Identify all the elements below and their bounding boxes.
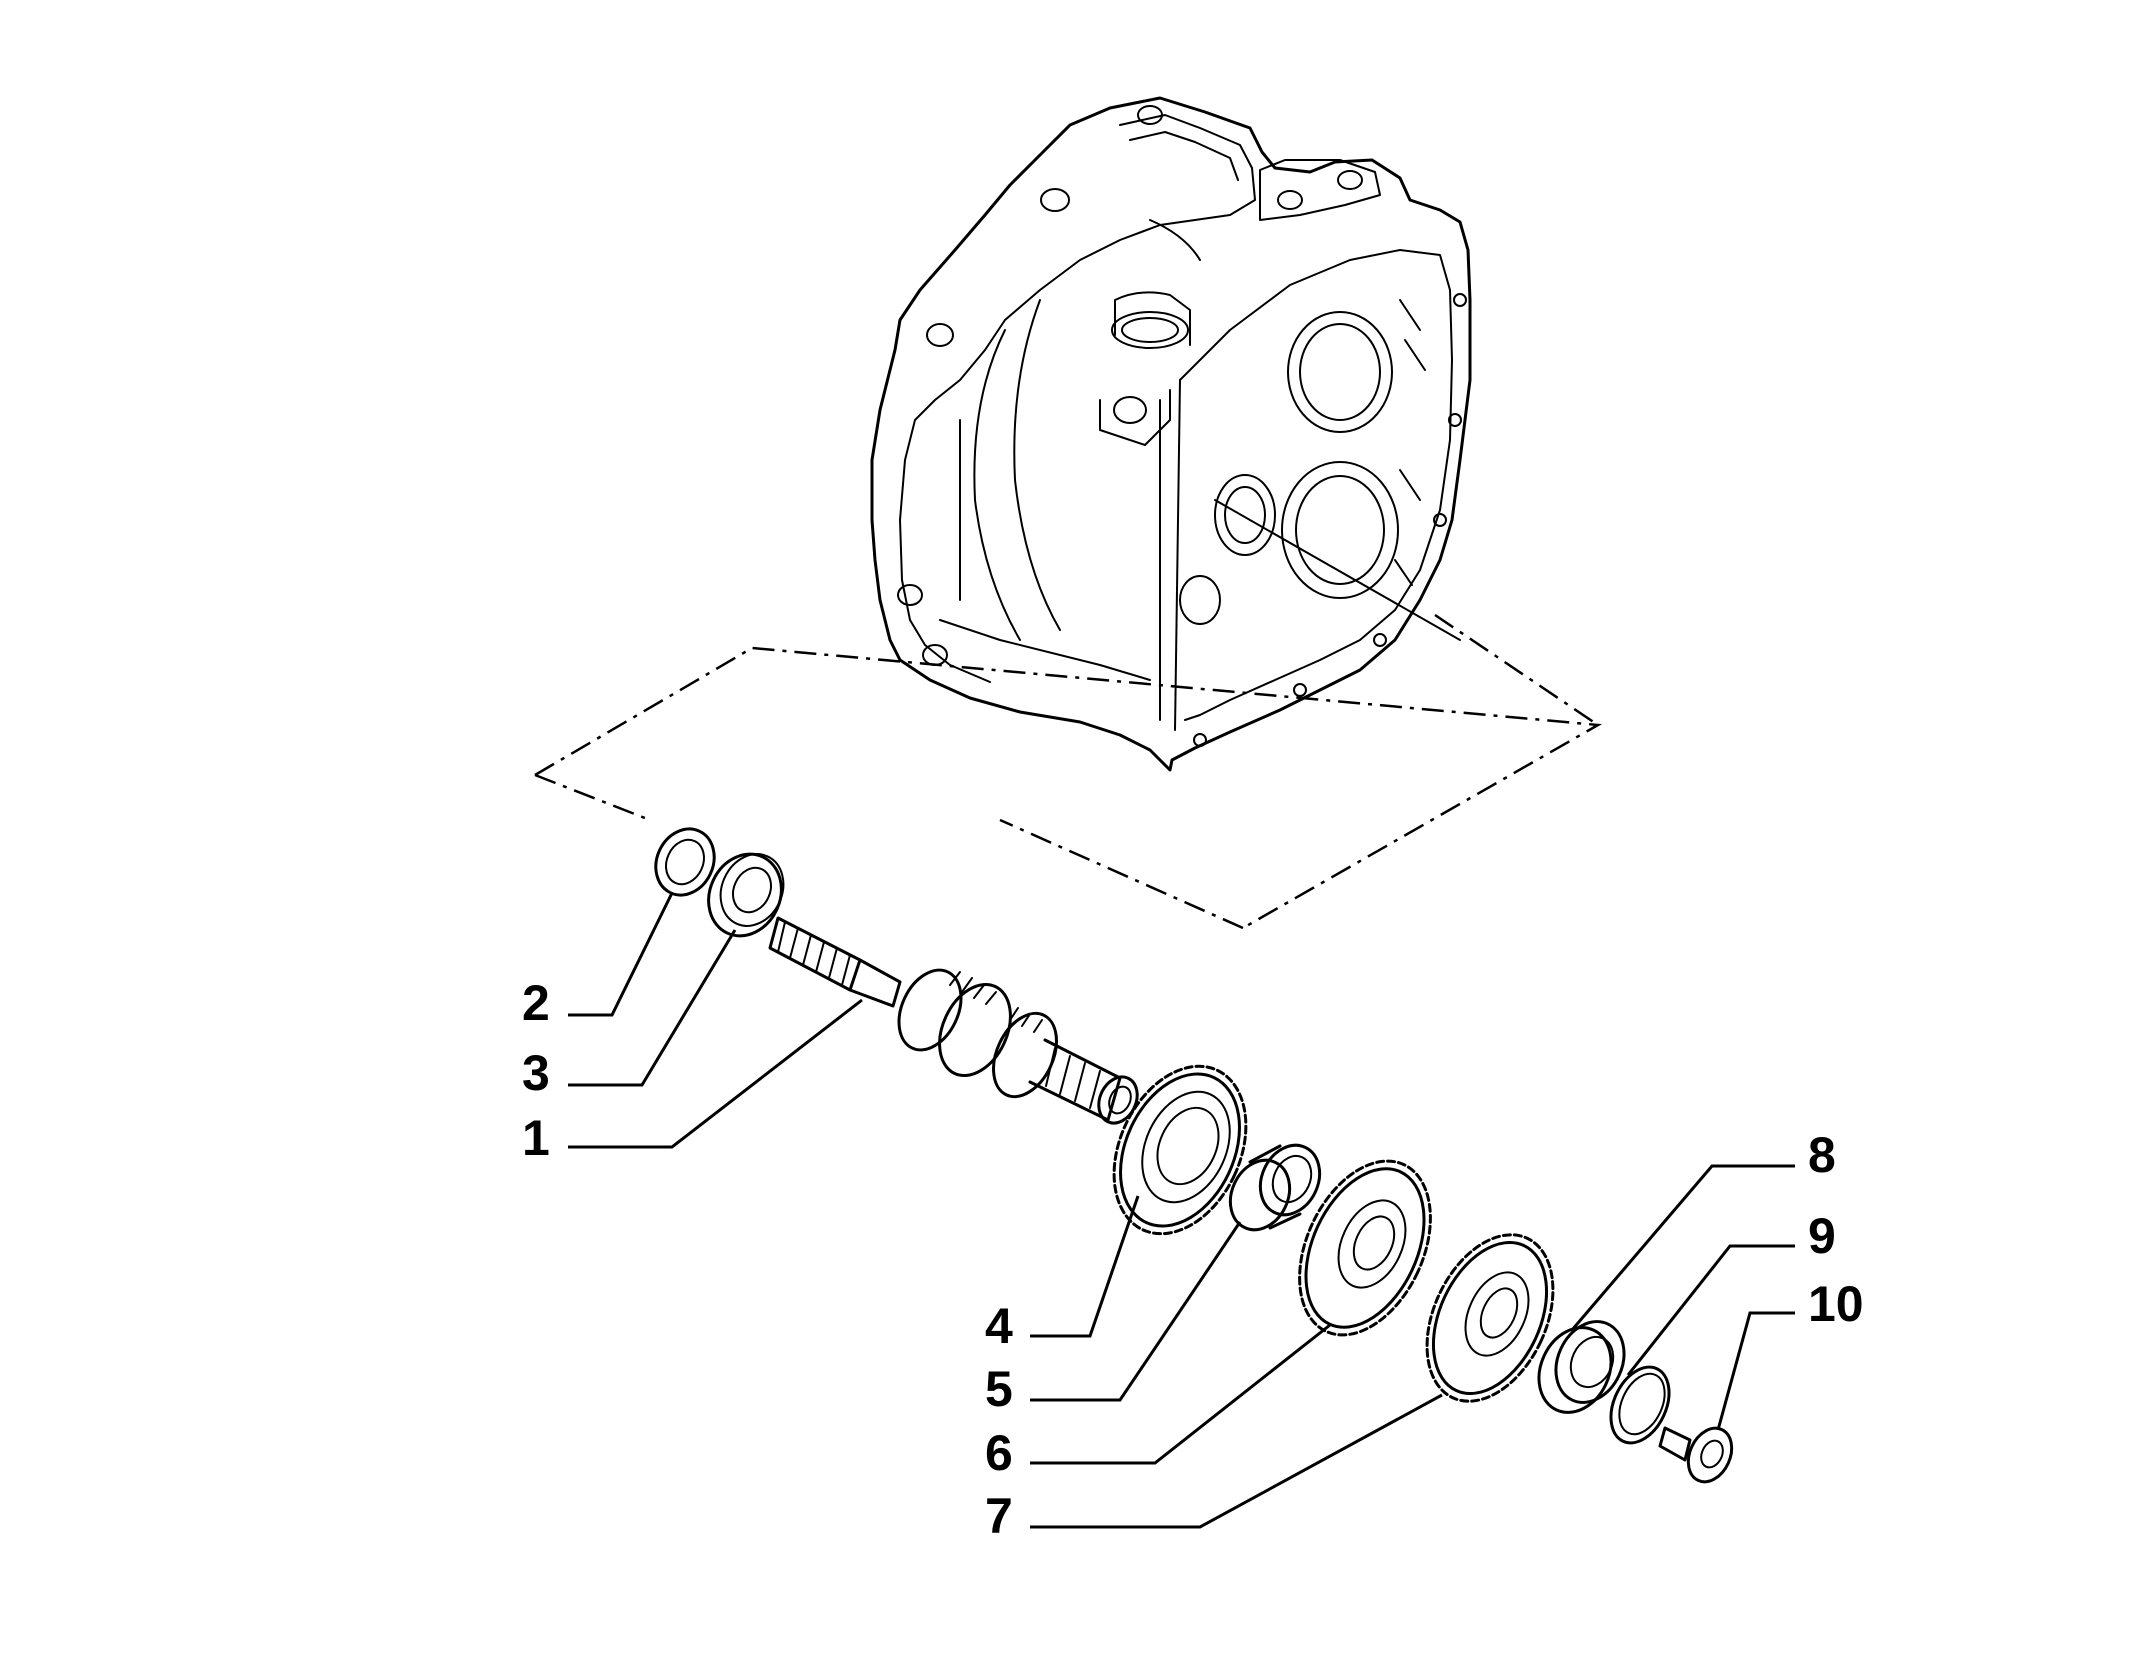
leader-9 [1626, 1244, 1795, 1376]
callout-2: 2 [522, 975, 550, 1031]
callout-6: 6 [985, 1425, 1013, 1481]
callout-9: 9 [1808, 1208, 1836, 1264]
assembly-link-line [1434, 613, 1599, 727]
part-5-bushing [1228, 1143, 1322, 1232]
leader-2 [568, 892, 674, 1017]
callout-labels: 2 3 1 4 5 6 7 8 9 10 [522, 975, 1864, 1544]
part-7-gear [1425, 1233, 1555, 1403]
callout-8: 8 [1808, 1127, 1836, 1183]
callout-1: 1 [522, 1110, 550, 1166]
part-6-gear [1298, 1159, 1432, 1337]
leader-6 [1030, 1323, 1331, 1465]
part-4-gear [1112, 1064, 1248, 1236]
leader-5 [1030, 1221, 1242, 1402]
leader-10 [1716, 1311, 1795, 1431]
leader-4 [1030, 1195, 1140, 1338]
callout-4: 4 [985, 1298, 1013, 1354]
callout-3: 3 [522, 1045, 550, 1101]
assembly-boundary [534, 646, 1603, 930]
part-8-bearing [1537, 1320, 1626, 1414]
callout-5: 5 [985, 1361, 1013, 1417]
part-2-seal-ring [654, 827, 716, 897]
callout-10: 10 [1808, 1276, 1864, 1332]
callout-7: 7 [985, 1488, 1013, 1544]
leader-8 [1570, 1164, 1795, 1331]
leader-3 [568, 929, 737, 1087]
part-1-shaft [768, 916, 1139, 1125]
part-10-bolt [1658, 1426, 1734, 1484]
part-9-washer [1609, 1365, 1671, 1445]
leader-1 [568, 998, 863, 1149]
gearbox-housing [870, 96, 1472, 772]
leader-lines [568, 892, 1795, 1529]
leader-7 [1030, 1393, 1443, 1529]
part-3-bearing [707, 852, 785, 938]
